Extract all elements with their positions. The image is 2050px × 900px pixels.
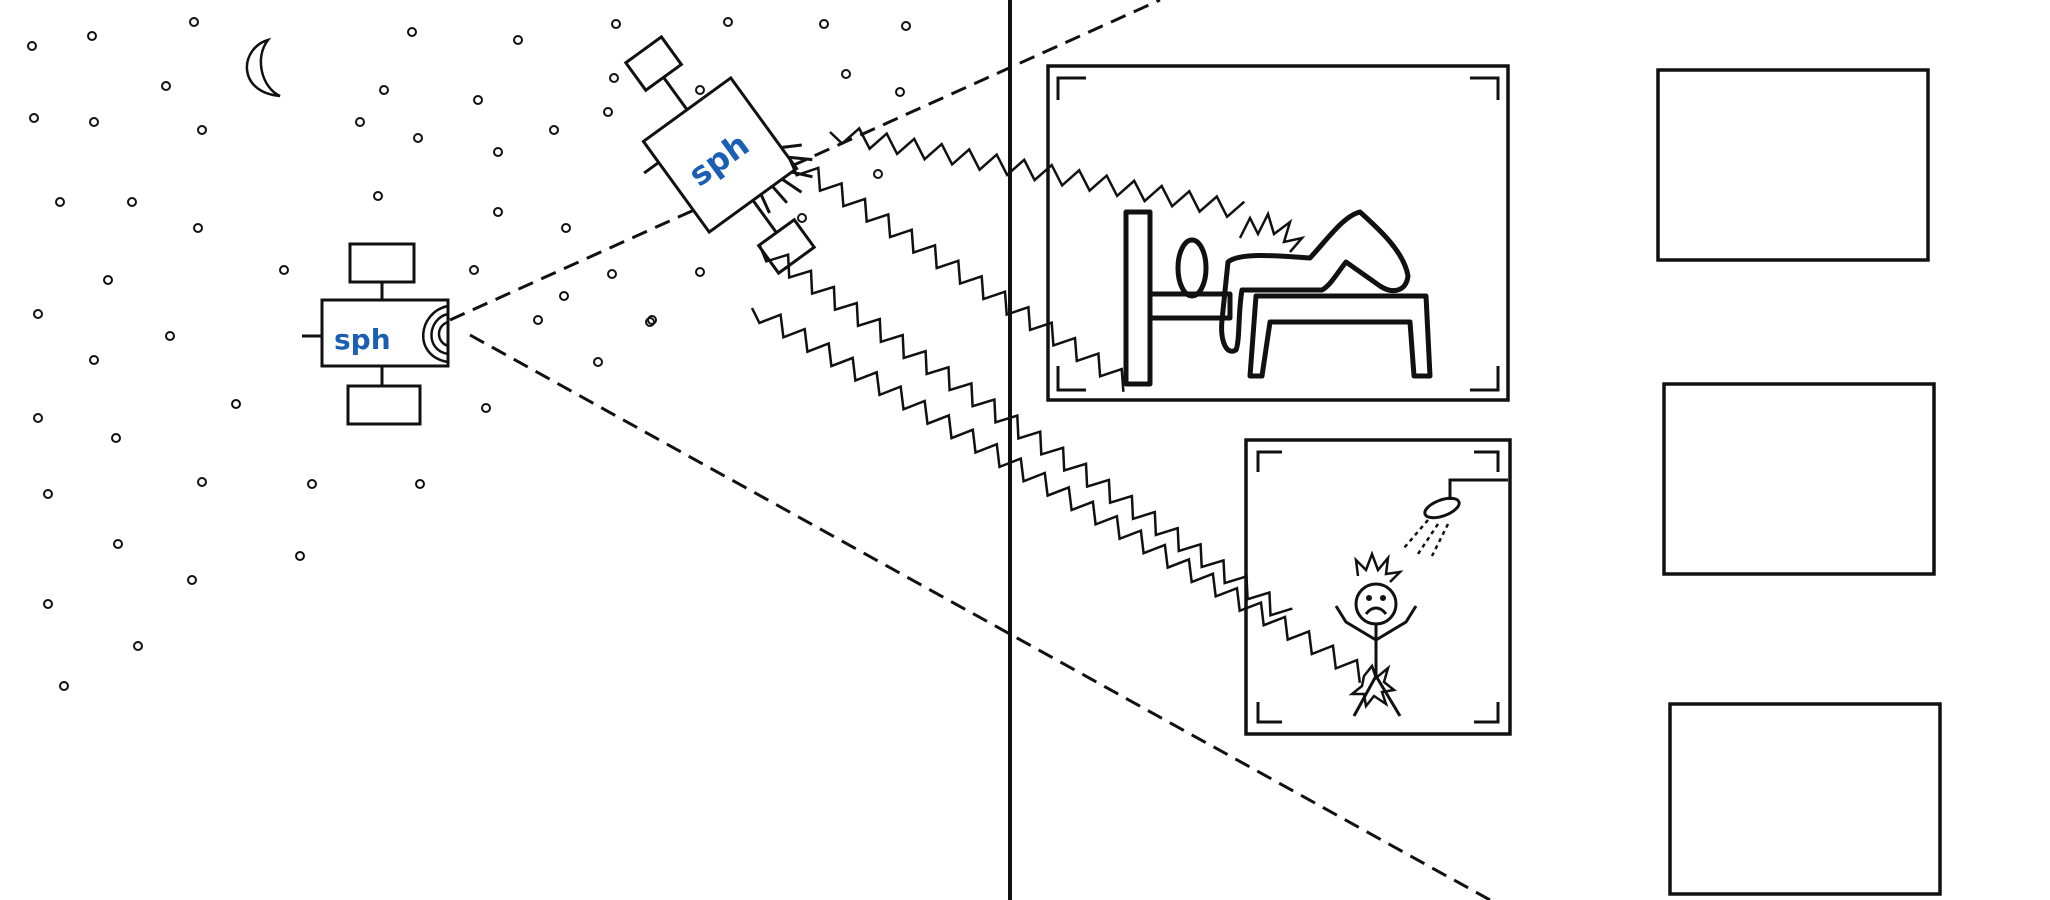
star-dot-icon	[415, 479, 425, 489]
star-dot-icon	[193, 223, 203, 233]
signal-waves	[750, 126, 1362, 683]
star-dot-icon	[197, 477, 207, 487]
window-top	[1656, 68, 1930, 262]
star-dot-icon	[561, 223, 571, 233]
star-dot-icon	[55, 197, 65, 207]
star-dot-icon	[609, 73, 619, 83]
star-dot-icon	[647, 315, 657, 325]
star-dot-icon	[355, 117, 365, 127]
star-dot-icon	[513, 35, 523, 45]
star-dot-icon	[493, 207, 503, 217]
night-sky-stars	[27, 17, 911, 691]
star-dot-icon	[27, 41, 37, 51]
window-middle	[1662, 382, 1936, 576]
star-dot-icon	[373, 191, 383, 201]
star-dot-icon	[533, 315, 543, 325]
star-dot-icon	[873, 169, 883, 179]
pain-burst-icon	[1238, 210, 1306, 253]
zigzag-wave-icon	[788, 159, 1125, 392]
zigzag-wave-icon	[750, 307, 1362, 683]
star-dot-icon	[611, 19, 621, 29]
star-dot-icon	[723, 17, 733, 27]
star-dot-icon	[407, 27, 417, 37]
solar-panel-bottom	[756, 217, 817, 276]
star-dot-icon	[29, 113, 39, 123]
star-dot-icon	[295, 551, 305, 561]
star-dot-icon	[379, 85, 389, 95]
shower-icon	[1403, 478, 1508, 557]
star-dot-icon	[895, 87, 905, 97]
star-dot-icon	[841, 69, 851, 79]
star-dot-icon	[559, 291, 569, 301]
satellite-body	[320, 298, 450, 368]
star-dot-icon	[695, 85, 705, 95]
star-dot-icon	[481, 403, 491, 413]
star-dot-icon	[901, 21, 911, 31]
star-dot-icon	[695, 267, 705, 277]
star-dot-icon	[469, 265, 479, 275]
star-dot-icon	[111, 433, 121, 443]
star-dot-icon	[413, 133, 423, 143]
star-dot-icon	[187, 575, 197, 585]
star-dot-icon	[43, 489, 53, 499]
sleeping-person-icon	[1175, 209, 1411, 354]
bedroom-window	[1046, 64, 1510, 402]
crescent-moon-icon	[245, 37, 281, 98]
bathroom-window	[1244, 438, 1512, 736]
star-dot-icon	[103, 275, 113, 285]
antenna-arcs	[422, 304, 449, 364]
star-dot-icon	[59, 681, 69, 691]
star-dot-icon	[473, 95, 483, 105]
satellite-icon: sph	[302, 242, 450, 426]
star-dot-icon	[33, 413, 43, 423]
solar-panel-bottom	[346, 384, 422, 426]
beam-line-lower	[469, 333, 1491, 900]
star-dot-icon	[279, 265, 289, 275]
star-dot-icon	[87, 31, 97, 41]
pain-burst-icon	[1354, 550, 1404, 583]
star-dot-icon	[493, 147, 503, 157]
star-dot-icon	[113, 539, 123, 549]
pain-burst-icon	[1348, 663, 1397, 709]
camera-corner-marks	[1056, 76, 1500, 392]
beam-cone	[449, 0, 1491, 900]
star-dot-icon	[165, 331, 175, 341]
star-dot-icon	[89, 355, 99, 365]
star-dot-icon	[797, 213, 807, 223]
star-dot-icon	[189, 17, 199, 27]
camera-corner-marks	[1256, 450, 1500, 724]
star-dot-icon	[645, 317, 655, 327]
zigzag-wave-icon	[829, 126, 1246, 219]
solar-panel-top	[348, 242, 416, 284]
star-dot-icon	[603, 107, 613, 117]
star-dot-icon	[307, 479, 317, 489]
star-dot-icon	[133, 641, 143, 651]
star-dot-icon	[89, 117, 99, 127]
star-dot-icon	[127, 197, 137, 207]
satellite-icon: sph	[623, 34, 817, 276]
satellite-body	[641, 75, 799, 235]
window-bottom	[1668, 702, 1942, 896]
sph-logo: sph	[334, 323, 391, 356]
star-dot-icon	[549, 125, 559, 135]
star-dot-icon	[161, 81, 171, 91]
star-dot-icon	[819, 19, 829, 29]
star-dot-icon	[43, 599, 53, 609]
solar-panel-top	[623, 34, 684, 93]
empty-windows	[1656, 68, 1942, 896]
person-head	[1354, 582, 1398, 626]
zigzag-wave-icon	[758, 245, 1293, 617]
star-dot-icon	[197, 125, 207, 135]
star-dot-icon	[607, 269, 617, 279]
person-head	[1175, 237, 1209, 299]
star-dot-icon	[593, 357, 603, 367]
star-dot-icon	[33, 309, 43, 319]
star-dot-icon	[231, 399, 241, 409]
